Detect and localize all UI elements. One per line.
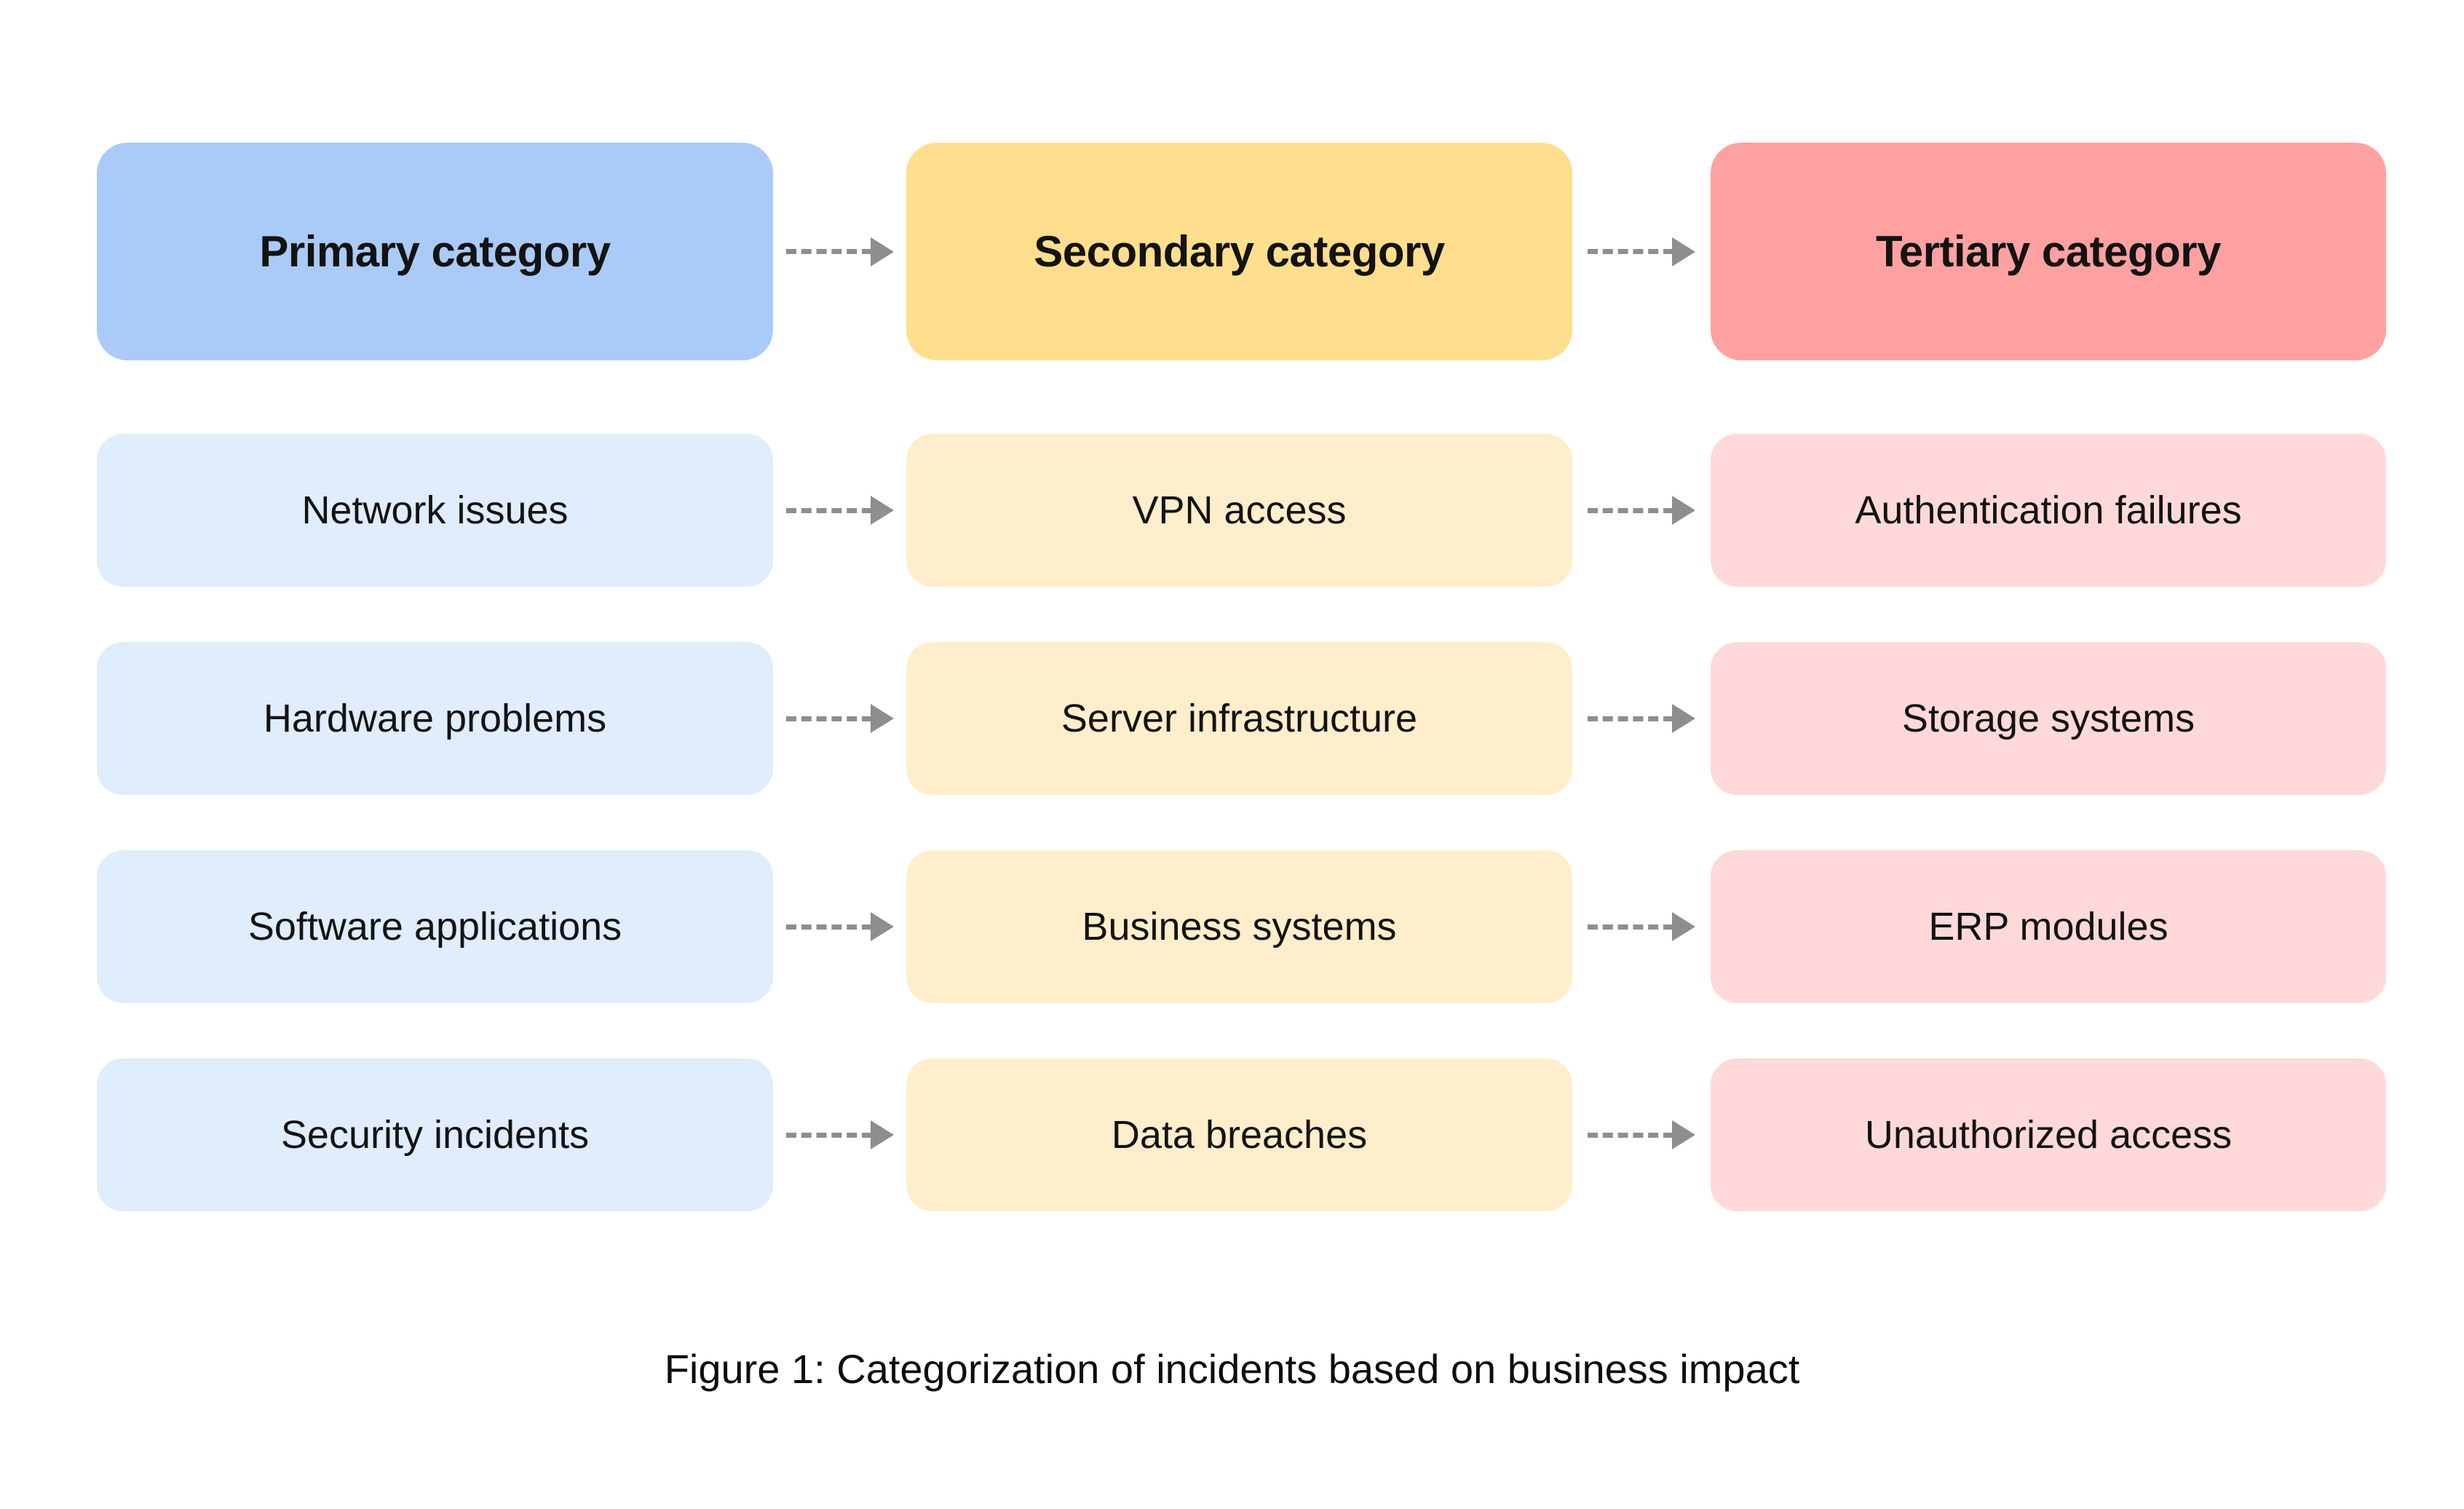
dashed-arrow-icon bbox=[1572, 143, 1711, 360]
arrow-dash-line bbox=[1588, 924, 1673, 930]
arrow-dash-line bbox=[1588, 249, 1673, 254]
dashed-arrow-icon bbox=[773, 850, 906, 1003]
arrow-dash-line bbox=[785, 924, 872, 930]
dashed-arrow-icon bbox=[1572, 434, 1711, 587]
dashed-arrow-icon bbox=[773, 143, 906, 360]
arrow-head-icon bbox=[1672, 496, 1695, 525]
primary-cell: Hardware problems bbox=[97, 642, 773, 795]
arrow-dash-line bbox=[785, 1132, 872, 1138]
arrow-head-icon bbox=[870, 912, 894, 941]
arrow-dash-line bbox=[785, 716, 872, 721]
arrow-head-icon bbox=[870, 496, 894, 525]
header-secondary-category: Secondary category bbox=[906, 143, 1572, 360]
arrow-head-icon bbox=[870, 237, 894, 266]
header-tertiary-label: Tertiary category bbox=[1876, 227, 2221, 276]
arrow-head-icon bbox=[1672, 912, 1695, 941]
tertiary-cell-label: Unauthorized access bbox=[1864, 1113, 2233, 1157]
header-primary-label: Primary category bbox=[259, 227, 611, 276]
primary-cell-label: Software applications bbox=[247, 905, 622, 948]
secondary-cell-label: VPN access bbox=[1132, 488, 1347, 532]
header-primary-category: Primary category bbox=[97, 143, 773, 360]
primary-cell: Network issues bbox=[97, 434, 773, 587]
dashed-arrow-icon bbox=[773, 642, 906, 795]
header-row: Primary category Secondary category Tert… bbox=[97, 143, 2386, 360]
tertiary-cell: Authentication failures bbox=[1711, 434, 2386, 587]
tertiary-cell-label: ERP modules bbox=[1928, 905, 2168, 948]
arrow-dash-line bbox=[1588, 507, 1673, 513]
tertiary-cell-label: Storage systems bbox=[1901, 697, 2195, 740]
arrow-head-icon bbox=[1672, 1120, 1695, 1149]
secondary-cell: Business systems bbox=[906, 850, 1572, 1003]
tertiary-cell: ERP modules bbox=[1711, 850, 2386, 1003]
primary-cell-label: Security incidents bbox=[280, 1113, 590, 1157]
arrow-dash-line bbox=[1588, 716, 1673, 721]
primary-cell-label: Hardware problems bbox=[263, 697, 607, 740]
header-secondary-label: Secondary category bbox=[1034, 227, 1445, 276]
secondary-cell: VPN access bbox=[906, 434, 1572, 587]
primary-cell-label: Network issues bbox=[301, 488, 569, 532]
dashed-arrow-icon bbox=[1572, 850, 1711, 1003]
diagram-row-3: Software applications Business systems E… bbox=[97, 850, 2386, 1003]
secondary-cell-label: Server infrastructure bbox=[1061, 697, 1418, 740]
secondary-cell-label: Business systems bbox=[1082, 905, 1397, 948]
dashed-arrow-icon bbox=[1572, 642, 1711, 795]
diagram-row-4: Security incidents Data breaches Unautho… bbox=[97, 1058, 2386, 1211]
diagram-row-1: Network issues VPN access Authentication… bbox=[97, 434, 2386, 587]
arrow-dash-line bbox=[785, 507, 872, 513]
arrow-head-icon bbox=[870, 1120, 894, 1149]
diagram-row-2: Hardware problems Server infrastructure … bbox=[97, 642, 2386, 795]
arrow-dash-line bbox=[1588, 1132, 1673, 1138]
tertiary-cell: Storage systems bbox=[1711, 642, 2386, 795]
incident-categorization-diagram: Primary category Secondary category Tert… bbox=[97, 143, 2386, 1267]
arrow-dash-line bbox=[785, 249, 872, 254]
tertiary-cell: Unauthorized access bbox=[1711, 1058, 2386, 1211]
dashed-arrow-icon bbox=[773, 1058, 906, 1211]
dashed-arrow-icon bbox=[1572, 1058, 1711, 1211]
secondary-cell: Server infrastructure bbox=[906, 642, 1572, 795]
secondary-cell-label: Data breaches bbox=[1111, 1113, 1368, 1157]
figure-caption: Figure 1: Categorization of incidents ba… bbox=[664, 1346, 1800, 1392]
primary-cell: Software applications bbox=[97, 850, 773, 1003]
header-tertiary-category: Tertiary category bbox=[1711, 143, 2386, 360]
primary-cell: Security incidents bbox=[97, 1058, 773, 1211]
arrow-head-icon bbox=[1672, 237, 1695, 266]
arrow-head-icon bbox=[1672, 704, 1695, 733]
tertiary-cell-label: Authentication failures bbox=[1855, 488, 2242, 532]
secondary-cell: Data breaches bbox=[906, 1058, 1572, 1211]
dashed-arrow-icon bbox=[773, 434, 906, 587]
arrow-head-icon bbox=[870, 704, 894, 733]
